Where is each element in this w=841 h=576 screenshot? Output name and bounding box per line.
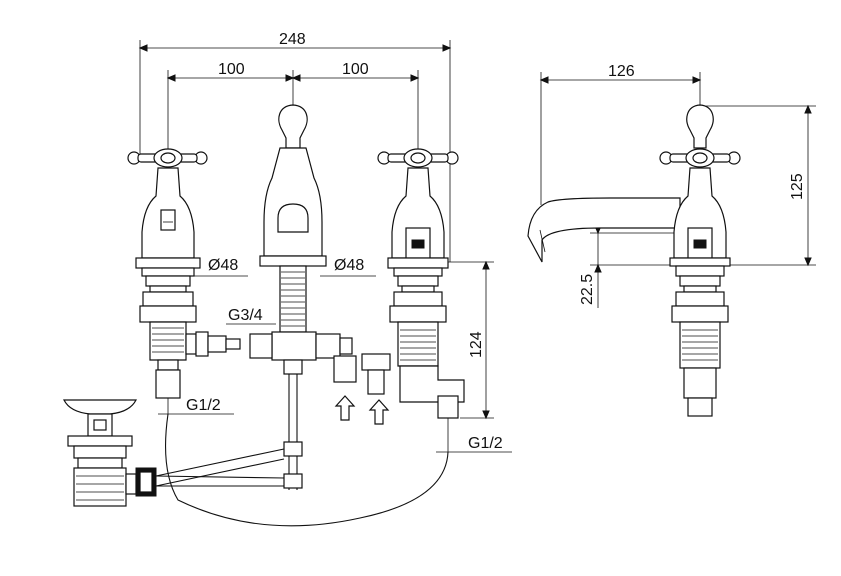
right-valve: [377, 148, 465, 452]
cross-handle-icon: [377, 148, 459, 168]
centre-right-connector: [333, 337, 391, 395]
side-view: [527, 104, 741, 417]
flow-arrow-icon: [334, 395, 356, 421]
left-valve: [127, 148, 241, 414]
dim-left-diameter: Ø48: [208, 257, 238, 274]
dim-body-height: 124: [468, 331, 485, 358]
dim-spout-reach: 126: [608, 63, 635, 80]
cross-handle-icon: [659, 148, 741, 168]
dim-spout-thread: G3/4: [228, 307, 263, 324]
dim-right-spacing: 100: [342, 61, 369, 78]
cross-handle-icon: [127, 148, 208, 168]
dim-handle-height: 125: [789, 173, 806, 200]
flex-hose: [164, 413, 449, 527]
dim-overall-width: 248: [279, 31, 306, 48]
dim-left-inlet-thread: G1/2: [186, 397, 221, 414]
pop-up-waste-icon: [63, 399, 285, 507]
dimension-lines: [138, 40, 816, 453]
dim-center-diameter: Ø48: [334, 257, 364, 274]
dim-left-spacing: 100: [218, 61, 245, 78]
flow-arrow-icon: [368, 399, 390, 425]
dim-base-height: 22.5: [579, 274, 596, 305]
centre-spout: [249, 104, 341, 490]
dim-right-inlet-thread: G1/2: [468, 435, 503, 452]
